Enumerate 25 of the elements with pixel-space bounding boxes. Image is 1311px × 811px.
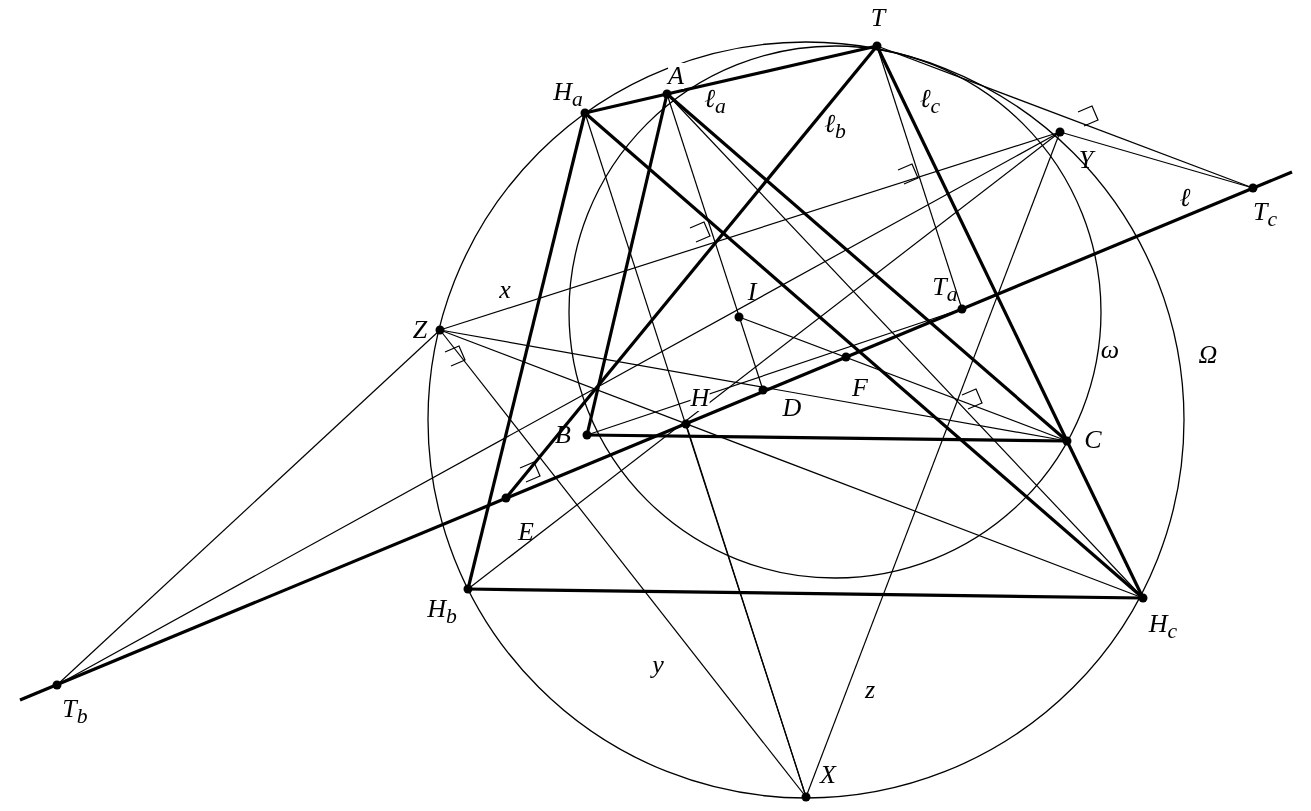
point-label: H$_{b}$ — [427, 596, 457, 628]
point-label: Y — [1078, 147, 1094, 173]
point-label: E — [518, 519, 534, 545]
circle-label: ω — [1100, 337, 1120, 363]
point-label: T — [870, 5, 886, 31]
point-label: C — [1084, 427, 1102, 453]
point-label: H$_{c}$ — [1148, 611, 1178, 643]
point-label: I — [747, 279, 757, 305]
line-label: z — [864, 677, 876, 703]
line-label: y — [652, 652, 664, 678]
point-label: T$_{c}$ — [1252, 199, 1278, 231]
point-label: T$_{a}$ — [932, 274, 958, 306]
point-label: D — [782, 395, 802, 421]
line-label: ℓ$_{c}$ — [919, 86, 941, 118]
line-label: ℓ — [1179, 185, 1191, 211]
point-label: A — [668, 63, 684, 89]
point-label: F — [852, 375, 868, 401]
point-label: T$_{b}$ — [62, 696, 88, 728]
point-label: Z — [412, 317, 428, 343]
line-label: x — [499, 277, 511, 303]
point-label: H$_{a}$ — [553, 79, 583, 111]
point-label: X — [820, 762, 836, 788]
line-label: ℓ$_{b}$ — [824, 111, 846, 143]
line-label: ℓ$_{a}$ — [704, 86, 726, 118]
circle-label: Ω — [1198, 342, 1218, 368]
